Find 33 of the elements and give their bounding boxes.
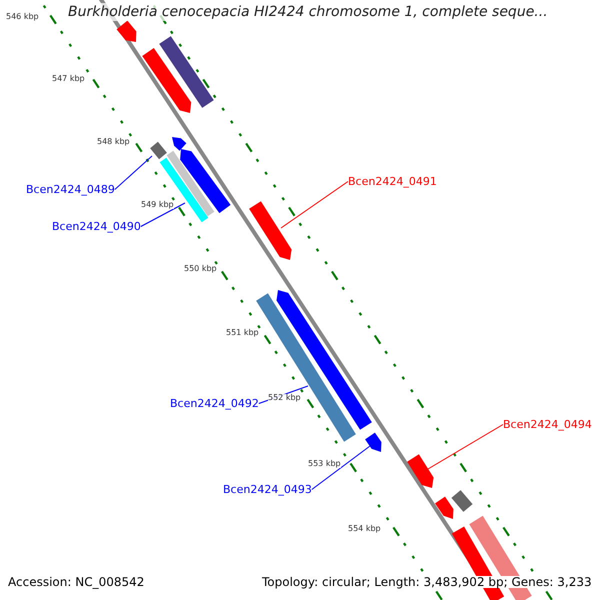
gene-block: [407, 454, 434, 488]
gene-block: [435, 496, 454, 519]
gene-block: [150, 142, 167, 160]
gene-block: [142, 48, 192, 113]
leader-line: [114, 156, 152, 190]
leader-line: [140, 202, 186, 227]
gene-label: Bcen2424_0493: [223, 484, 312, 495]
gene-label: Bcen2424_0494: [503, 419, 592, 430]
scale-label: 548 kbp: [97, 138, 130, 146]
leader-line: [428, 424, 504, 470]
scale-label: 547 kbp: [52, 75, 85, 83]
gene-block: [160, 158, 208, 222]
gene-label: Bcen2424_0491: [348, 176, 437, 187]
leader-line: [311, 446, 370, 490]
gene-block: [180, 149, 231, 214]
gene-block: [159, 36, 214, 108]
scale-label: 552 kbp: [268, 394, 301, 402]
scale-label: 553 kbp: [308, 460, 341, 468]
gene-block: [365, 432, 382, 452]
leader-line: [280, 181, 348, 228]
gene-label: Bcen2424_0492: [170, 398, 259, 409]
gene-block: [451, 490, 473, 512]
scale-label: 550 kbp: [184, 265, 217, 273]
scale-label: 554 kbp: [348, 525, 381, 533]
footer-text: Accession: NC_008542: [8, 576, 144, 588]
scale-label: 551 kbp: [226, 329, 259, 337]
scale-label: 549 kbp: [141, 201, 174, 209]
gene-block: [249, 201, 292, 260]
footer-text: Topology: circular; Length: 3,483,902 bp; Genes: 3,233: [262, 576, 592, 588]
gene-label: Bcen2424_0490: [52, 221, 141, 232]
gene-block: [116, 20, 136, 42]
gene-label: Bcen2424_0489: [26, 184, 115, 195]
scale-label: 546 kbp: [6, 13, 39, 21]
